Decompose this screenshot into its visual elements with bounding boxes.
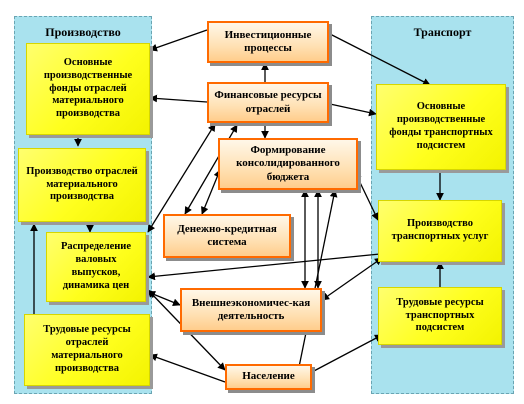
arrow-finance-to-fixed-assets — [149, 94, 208, 103]
arrow-investment-to-fixed-assets — [149, 29, 208, 52]
arrow-monetary-budget — [201, 169, 221, 215]
arrow-population-to-labor — [149, 353, 226, 383]
arrow-population-to-transport-labor — [311, 334, 383, 373]
arrow-finance-to-transport-fixed-assets — [329, 103, 377, 117]
fixed-assets-transport-box: Основные производственные фонды транспор… — [376, 84, 506, 170]
monetary-credit-box: Денежно-кредитная система — [163, 214, 291, 258]
arrow-investment-to-transport-fixed-assets — [329, 33, 431, 86]
budget-formation-box: Формирование консолидированного бюджета — [218, 138, 358, 190]
financial-resources-box: Финансовые ресурсы отраслей — [207, 82, 329, 123]
investment-box: Инвестиционные процессы — [207, 21, 329, 63]
fixed-assets-material-box: Основные производственные фонды отраслей… — [26, 43, 150, 135]
population-box: Население — [225, 364, 312, 390]
arrow-foreign-transport — [321, 257, 383, 301]
production-material-box: Производство отраслей материального прои… — [18, 148, 146, 222]
labor-material-box: Трудовые ресурсы отраслей материального … — [24, 314, 150, 386]
output-distribution-box: Распределение валовых выпусков, динамика… — [46, 232, 146, 302]
production-panel-title: Производство — [45, 25, 121, 39]
arrow-budget-population — [295, 189, 338, 373]
foreign-economic-box: Внешнеэкономичес-кая деятельность — [180, 288, 322, 332]
transport-panel-title: Транспорт — [413, 25, 472, 39]
arrow-foreign-distribution — [147, 291, 181, 306]
labor-transport-box: Трудовые ресурсы транспортных подсистем — [378, 287, 502, 345]
arrow-budget-transport-services — [354, 171, 379, 221]
transport-services-box: Производство транспортных услуг — [378, 200, 502, 262]
